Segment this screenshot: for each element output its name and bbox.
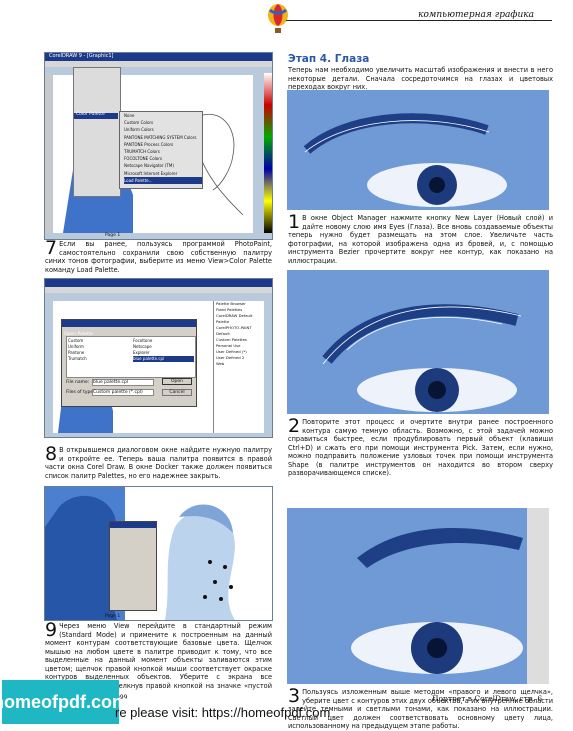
open-button[interactable]: Open	[162, 378, 192, 385]
docker-item[interactable]: User Defined (*)	[216, 349, 247, 354]
submenu-item[interactable]: None	[124, 113, 135, 118]
step-3-caption: 3 Пользуясь изложенным выше методом «пра…	[288, 685, 553, 731]
submenu-item[interactable]: Uniform Colors	[124, 127, 154, 133]
file-item[interactable]: Pantone	[68, 350, 85, 355]
page-tab[interactable]: Page 1	[105, 233, 121, 238]
window-title: CorelDRAW 9 - [Graphic1]	[49, 53, 114, 59]
eye-illustration	[287, 270, 549, 414]
step-text: Пользуясь изложенным выше методом «право…	[288, 688, 553, 730]
palette-docker[interactable]: Palette Browser Fixed Palettes CorelDRAW…	[213, 301, 264, 433]
step-number: 3	[288, 685, 301, 707]
file-item[interactable]: Focoltone	[133, 338, 153, 343]
step-2-caption: 2 Повторите этот процесс и очертите внут…	[288, 415, 553, 478]
eye-photo-dark-region	[287, 270, 549, 414]
file-item[interactable]: Trumatch	[68, 356, 87, 361]
submenu-item[interactable]: FOCOLTONE Colors	[124, 156, 162, 162]
file-list[interactable]: Custom Uniform Pantone Trumatch Focolton…	[66, 336, 196, 378]
cancel-button[interactable]: Cancel	[162, 389, 192, 396]
submenu-item[interactable]: PANTONE Process Colors	[124, 141, 174, 147]
stage-title: Этап 4. Глаза	[288, 53, 370, 65]
color-palette-label: Color Palette	[76, 112, 105, 117]
window-titlebar	[110, 522, 156, 528]
step-text: В окне Object Manager нажмите кнопку New…	[288, 214, 553, 265]
object-manager-window[interactable]	[109, 521, 157, 611]
submenu-item-load-palette[interactable]: Load Palette...	[124, 176, 202, 185]
file-item[interactable]: Custom	[68, 338, 84, 343]
file-item[interactable]: Explorer	[133, 350, 150, 355]
docker-item[interactable]: Web	[216, 361, 225, 366]
menubar	[45, 287, 272, 293]
step-9-caption: 9 Через меню View перейдите в стандартны…	[45, 619, 272, 699]
section-label: компьютерная графика	[418, 10, 534, 20]
file-item-selected[interactable]: blue palette.cpl	[133, 356, 194, 362]
screenshot-standard-mode: Page 1	[44, 486, 273, 621]
file-item[interactable]: Netscape	[133, 344, 152, 349]
eye-photo-brow-outline	[287, 90, 549, 210]
header-rule	[286, 20, 552, 21]
dialog-titlebar: Open Palette	[62, 320, 196, 337]
docker-item[interactable]: Custom Palettes	[216, 337, 247, 342]
screenshot-color-palette-menu: CorelDRAW 9 - [Graphic1] Color Palette N…	[44, 52, 273, 240]
step-number: 2	[288, 415, 301, 437]
eye-illustration	[287, 90, 549, 210]
color-palette-strip[interactable]	[264, 73, 272, 233]
menubar	[45, 61, 272, 67]
step-8-caption: 8 В открывшемся диалоговом окне найдите …	[45, 443, 272, 480]
palette-submenu[interactable]: None Custom Colors Uniform Colors PANTON…	[119, 111, 203, 189]
filetype-select[interactable]: Custom palette (*.cpl)	[92, 389, 154, 396]
docker-item[interactable]: User Defined 2	[216, 355, 245, 360]
step-number: 9	[45, 619, 58, 641]
file-item[interactable]: Uniform	[68, 344, 84, 349]
eye-photo-filled-brow	[287, 508, 549, 684]
step-7-caption: 7 Если вы ранее, пользуясь программой Ph…	[45, 237, 272, 274]
filetype-label: Files of type:	[66, 390, 95, 395]
step-1-caption: 1 В окне Object Manager нажмите кнопку N…	[288, 211, 553, 265]
open-palette-dialog[interactable]: Open Palette Custom Uniform Pantone Trum…	[61, 319, 197, 407]
portrait-fill-illustration	[45, 487, 235, 620]
submenu-item[interactable]: PANTONE MATCHING SYSTEM Colors	[124, 134, 197, 140]
docker-item[interactable]: Fixed Palettes	[216, 307, 243, 312]
footer-right: Портрет в CorelDraw, стр. 6	[432, 694, 543, 703]
screenshot-open-palette-dialog: Open Palette Custom Uniform Pantone Trum…	[44, 278, 273, 438]
page-tab[interactable]: Page 1	[105, 614, 121, 619]
submenu-item[interactable]: Netscape Navigator (TM)	[124, 163, 174, 169]
step-text: Если вы ранее, пользуясь программой Phot…	[45, 240, 272, 274]
toolbox	[45, 73, 51, 233]
color-palette-menu-item[interactable]	[74, 113, 118, 119]
window-titlebar	[45, 279, 272, 287]
watermark-link[interactable]: re please visit: https://homeofpdf.com	[115, 705, 331, 720]
step-number: 8	[45, 443, 58, 465]
step-number: 7	[45, 237, 58, 259]
docker-item[interactable]: CorelDRAW Default Palette	[216, 313, 253, 324]
submenu-item[interactable]: TRUMATCH Colors	[124, 149, 160, 155]
step-text: В открывшемся диалоговом окне найдите ну…	[45, 446, 272, 480]
dialog-title: Open Palette	[64, 332, 94, 337]
watermark-logo[interactable]: homeofpdf.com	[0, 680, 128, 724]
submenu-item[interactable]: Custom Colors	[124, 120, 154, 126]
step-text: Повторите этот процесс и очертите внутри…	[288, 418, 553, 477]
filename-field[interactable]: blue palette.cpl	[92, 379, 154, 386]
step-number: 1	[288, 211, 301, 233]
window-titlebar	[45, 53, 272, 61]
balloon-logo-icon	[268, 4, 288, 33]
filename-label: File name:	[66, 380, 90, 385]
stage-intro: Теперь нам необходимо увеличить масштаб …	[288, 66, 553, 91]
submenu-item[interactable]: Microsoft Internet Explorer	[124, 170, 178, 176]
eye-illustration	[287, 508, 549, 684]
docker-item[interactable]: Personal Use	[216, 343, 241, 348]
docker-item[interactable]: CorelPHOTO-PAINT Default	[216, 325, 252, 336]
footer-left: 999	[116, 694, 128, 701]
docker-item[interactable]: Palette Browser	[216, 301, 246, 306]
view-menu-dropdown[interactable]	[73, 67, 121, 197]
